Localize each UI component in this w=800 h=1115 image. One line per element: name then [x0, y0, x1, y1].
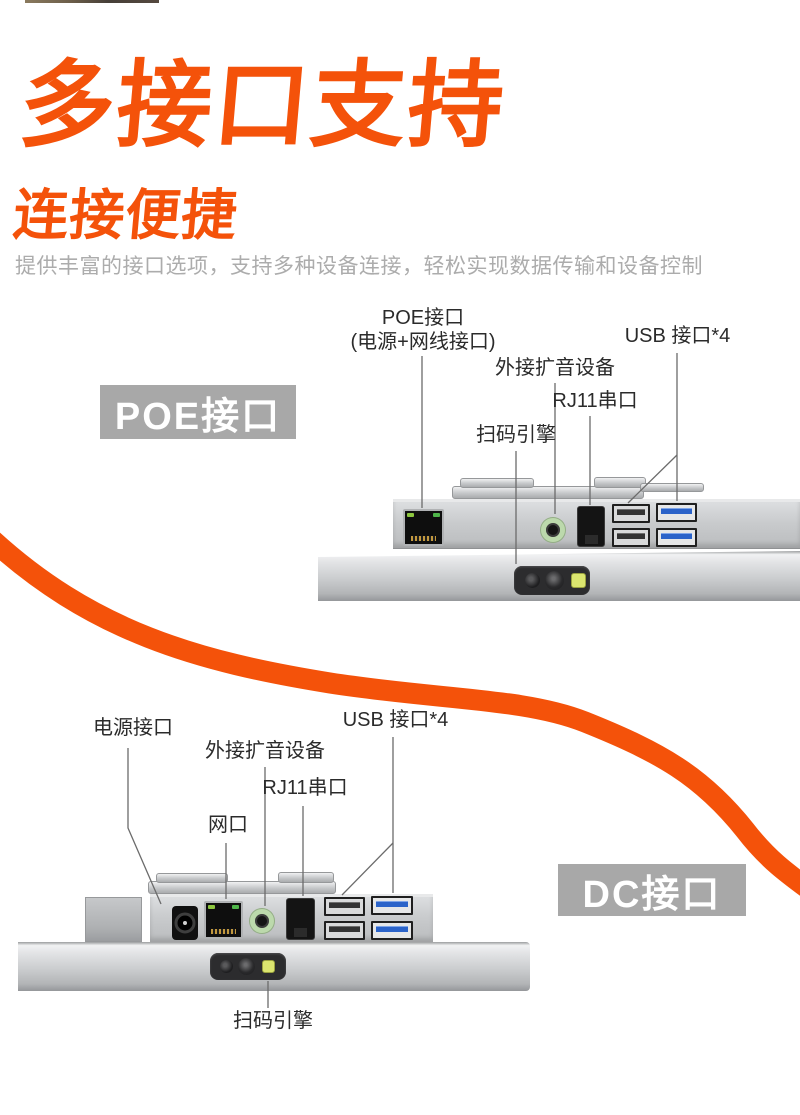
usb3-port-icon	[656, 528, 697, 547]
scanner-camera-lens-icon	[545, 571, 564, 590]
usb-slot	[329, 926, 360, 932]
callout-usb-bottom: USB 接口*4	[342, 709, 449, 731]
rj11-port-icon	[577, 506, 605, 547]
rj11-port-icon	[286, 898, 315, 940]
callout-speaker-bottom: 外接扩音设备	[205, 740, 325, 762]
callout-lan: 网口	[208, 814, 248, 836]
audio-jack-icon	[541, 518, 565, 542]
usb2-port-icon	[324, 897, 365, 916]
callout-rj11-top: RJ11串口	[552, 390, 638, 412]
usb-slot	[329, 902, 360, 908]
hinge-clamp-icon	[594, 477, 646, 488]
dc-section-badge: DC接口	[558, 864, 746, 916]
usb-slot	[661, 533, 692, 539]
usb2-port-icon	[324, 921, 365, 940]
usb-slot	[661, 508, 692, 514]
callout-line-usb-bottom-branch	[341, 842, 394, 896]
ethernet-port-icon	[403, 509, 444, 546]
ethernet-led-icon	[433, 513, 440, 517]
usb3-ports-icon	[656, 503, 697, 547]
callout-scanner-bottom: 扫码引擎	[233, 1010, 313, 1032]
usb2-ports-icon	[612, 504, 650, 547]
usb-slot	[376, 901, 408, 907]
audio-jack-icon	[250, 909, 274, 933]
hinge-bar-icon	[640, 483, 704, 492]
callout-poe-line1: POE接口	[381, 307, 465, 329]
ethernet-port-icon	[204, 901, 243, 939]
hinge-clamp-icon	[156, 873, 228, 883]
callout-power: 电源接口	[93, 717, 173, 739]
callout-rj11-bottom: RJ11串口	[262, 777, 348, 799]
usb3-ports-icon	[371, 896, 413, 940]
poe-section-badge: POE接口	[100, 385, 296, 439]
scanner-led-icon	[262, 960, 275, 973]
callout-speaker-top: 外接扩音设备	[495, 357, 615, 379]
usb3-port-icon	[656, 503, 697, 522]
ethernet-led-icon	[232, 905, 239, 909]
scanner-module-icon	[514, 566, 590, 595]
scanner-aimer-lens-icon	[220, 960, 233, 973]
scanner-module-icon	[210, 953, 286, 980]
ethernet-pins-icon	[410, 536, 437, 541]
callout-usb-top: USB 接口*4	[624, 325, 731, 347]
hinge-clamp-icon	[460, 478, 534, 488]
page-subtitle: 连接便捷	[10, 184, 241, 246]
scanner-camera-lens-icon	[238, 958, 255, 975]
usb2-port-icon	[612, 504, 650, 523]
dc-power-jack-icon	[172, 906, 198, 940]
usb2-port-icon	[612, 528, 650, 547]
usb-slot	[617, 509, 645, 515]
page-title: 多接口支持	[15, 53, 510, 159]
ethernet-led-icon	[407, 513, 414, 517]
scanner-led-icon	[571, 573, 586, 588]
usb2-ports-icon	[324, 897, 365, 940]
mount-block	[85, 897, 142, 942]
callout-scanner-top: 扫码引擎	[476, 424, 556, 446]
callout-poe-line2: (电源+网线接口)	[350, 331, 496, 353]
usb3-port-icon	[371, 921, 413, 940]
hinge-clamp-icon	[278, 872, 334, 883]
ethernet-led-icon	[208, 905, 215, 909]
scanner-aimer-lens-icon	[525, 573, 540, 588]
callout-poe: POE接口 (电源+网线接口)	[333, 306, 513, 354]
page-description: 提供丰富的接口选项，支持多种设备连接，轻松实现数据传输和设备控制	[15, 255, 703, 278]
usb-slot	[617, 533, 645, 539]
usb-slot	[376, 926, 408, 932]
ethernet-pins-icon	[211, 929, 236, 934]
top-edge-photo-sliver	[25, 0, 159, 3]
usb3-port-icon	[371, 896, 413, 915]
